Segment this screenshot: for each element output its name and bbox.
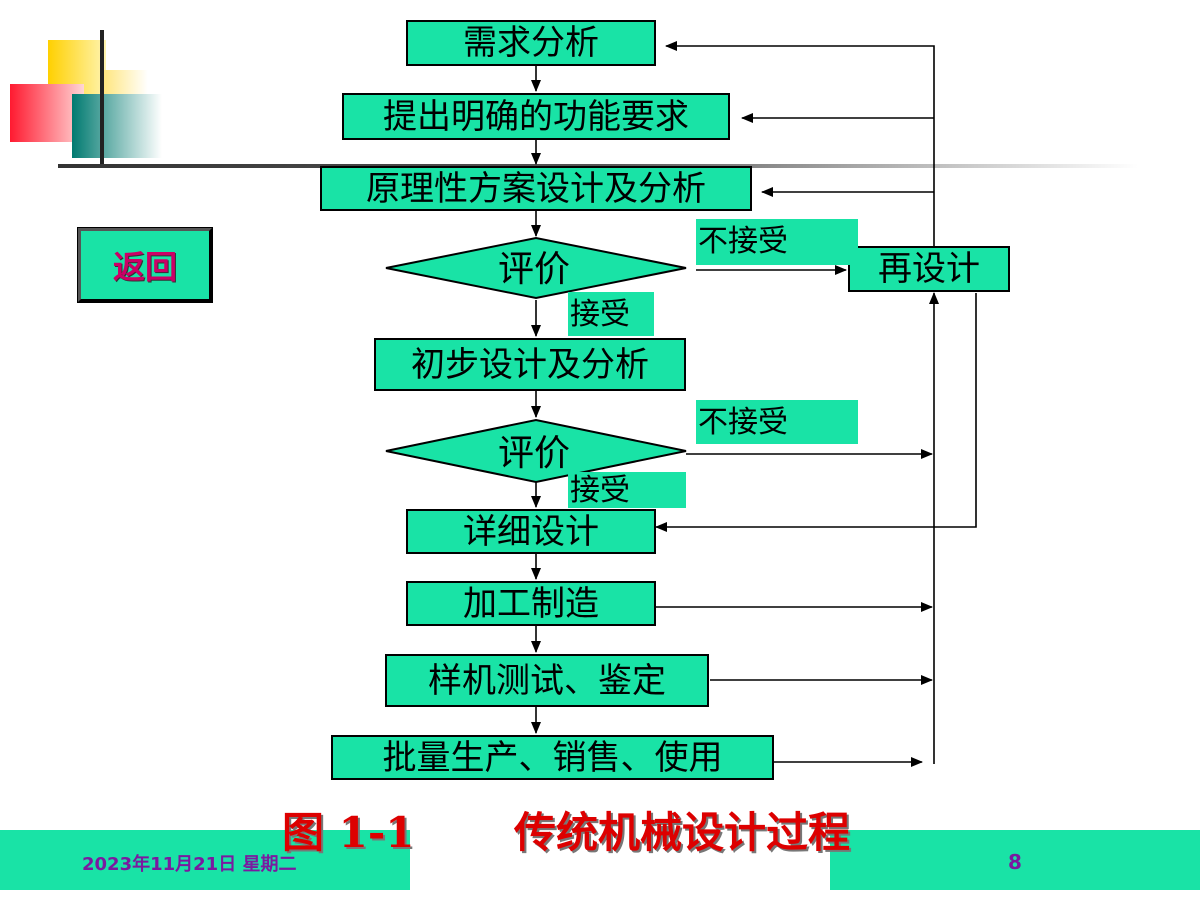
requirements-label: 需求分析 <box>463 23 599 63</box>
principle-box: 原理性方案设计及分析 <box>320 166 752 211</box>
detailed-box: 详细设计 <box>406 509 656 554</box>
manufacture-box: 加工制造 <box>406 581 656 626</box>
requirements-box: 需求分析 <box>406 20 656 66</box>
reject2-label: 不接受 <box>696 400 858 444</box>
principle-label: 原理性方案设计及分析 <box>366 168 706 209</box>
reject1-label: 不接受 <box>696 219 858 265</box>
production-box: 批量生产、销售、使用 <box>331 735 774 780</box>
evaluate1-diamond <box>385 236 687 300</box>
evaluate2-diamond <box>385 418 687 484</box>
decor-yellow-fade <box>104 70 148 94</box>
prototype-label: 样机测试、鉴定 <box>428 660 666 701</box>
evaluate1-label: 评价 <box>498 249 571 290</box>
figure-title: 传统机械设计过程 <box>514 808 851 857</box>
redesign-box: 再设计 <box>848 246 1010 292</box>
manufacture-label: 加工制造 <box>463 583 599 624</box>
back-button[interactable]: 返回 <box>77 227 213 303</box>
footer-date: 2023年11月21日 星期二 <box>82 854 297 875</box>
preliminary-label: 初步设计及分析 <box>411 344 649 385</box>
evaluate2-label: 评价 <box>498 433 571 474</box>
decor-vertical-line <box>100 30 104 164</box>
page-number: 8 <box>1008 850 1022 874</box>
decor-red-square <box>10 84 84 142</box>
redesign-label: 再设计 <box>878 249 980 289</box>
production-label: 批量生产、销售、使用 <box>382 737 723 778</box>
functions-label: 提出明确的功能要求 <box>383 96 689 137</box>
prototype-box: 样机测试、鉴定 <box>385 654 709 707</box>
footer-bar-right <box>830 830 1200 890</box>
preliminary-box: 初步设计及分析 <box>374 338 686 391</box>
footer-bar-left <box>0 830 410 890</box>
accept2-label: 接受 <box>568 472 686 508</box>
functions-box: 提出明确的功能要求 <box>342 93 730 140</box>
detailed-label: 详细设计 <box>463 511 599 552</box>
decor-teal-square <box>72 94 162 158</box>
accept1-label: 接受 <box>568 292 654 336</box>
figure-number: 图 1-1 <box>282 808 415 857</box>
